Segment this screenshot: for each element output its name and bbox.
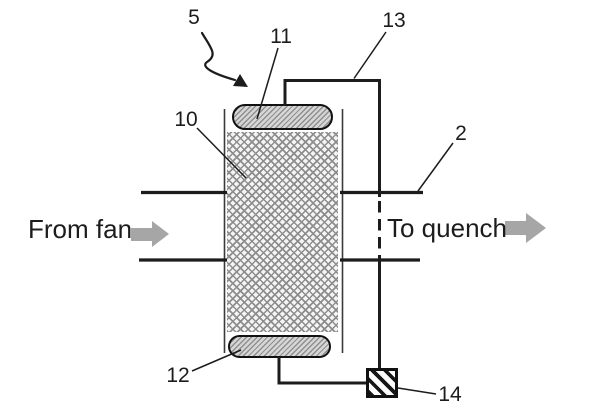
top-capsule — [232, 104, 333, 130]
to-quench-label: To quench — [387, 213, 507, 243]
leader-line-13 — [353, 31, 387, 79]
ref-label-5: 5 — [188, 6, 200, 29]
from-fan-arrow-icon — [131, 221, 169, 247]
leader-line-10 — [196, 127, 247, 179]
leader-line-2 — [417, 142, 454, 192]
arrow-body — [505, 221, 526, 235]
arrow-head — [152, 221, 169, 247]
to-quench-arrow-icon — [505, 213, 546, 243]
pipe-bottom-drain — [277, 357, 366, 385]
ref-label-2: 2 — [455, 122, 467, 145]
ref-label-13: 13 — [382, 9, 406, 32]
assembly-pointer-arrowhead-icon — [233, 74, 248, 87]
arrow-head — [526, 213, 546, 243]
leader-line-11 — [256, 47, 279, 120]
from-fan-label: From fan — [28, 214, 133, 244]
ref-label-14: 14 — [438, 383, 462, 406]
leader-line-12 — [191, 349, 242, 372]
ref-label-10: 10 — [174, 108, 198, 131]
hatched-box — [366, 368, 398, 398]
arrow-body — [131, 227, 152, 241]
crosshatched-column-block — [227, 132, 338, 332]
pipe-13-upper — [283, 79, 381, 197]
leader-line-14 — [397, 387, 437, 395]
assembly-pointer-curve — [200, 31, 237, 82]
ref-label-11: 11 — [270, 25, 292, 48]
ref-label-12: 12 — [166, 364, 190, 387]
